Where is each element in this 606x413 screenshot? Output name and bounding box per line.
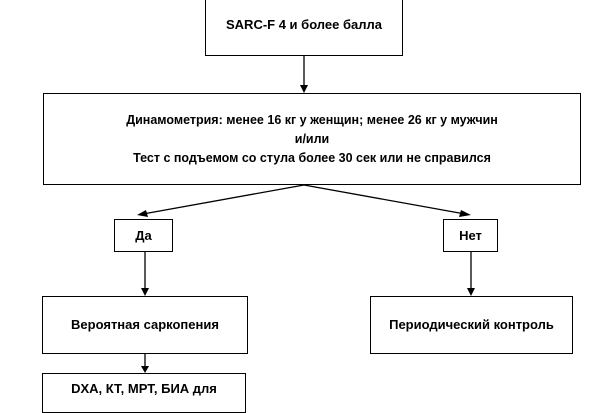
yes-label: Да <box>135 227 152 243</box>
periodic-control-box: Периодический контроль <box>370 296 573 354</box>
arrowhead-sarcf-test <box>300 85 308 93</box>
probable-sarcopenia-box: Вероятная саркопения <box>42 296 248 354</box>
diagnostics-box: DXA, КТ, МРТ, БИА для <box>42 373 246 413</box>
connectors <box>137 56 475 373</box>
arrowhead-test-yes <box>137 210 148 217</box>
arrowhead-probable-diagnostics <box>141 366 149 373</box>
arrowhead-no-control <box>467 288 475 296</box>
yes-box: Да <box>114 219 173 252</box>
test-criteria-box: Динамометрия: менее 16 кг у женщин; мене… <box>43 93 581 185</box>
no-box: Нет <box>443 219 498 252</box>
test-criteria-line-2: и/или <box>294 131 330 146</box>
test-criteria-line-3: Тест с подъемом со стула более 30 сек ил… <box>133 150 491 165</box>
probable-sarcopenia-label: Вероятная саркопения <box>71 317 219 332</box>
edge-test-yes <box>142 184 305 215</box>
arrowhead-test-no <box>459 210 471 217</box>
edge-test-no <box>303 184 466 215</box>
flowchart: SARC-F 4 и более балла Динамометрия: мен… <box>42 0 581 413</box>
no-label: Нет <box>459 227 482 243</box>
diagnostics-label: DXA, КТ, МРТ, БИА для <box>71 381 217 396</box>
sarcf-label: SARC-F 4 и более балла <box>226 16 382 32</box>
test-criteria-line-1: Динамометрия: менее 16 кг у женщин; мене… <box>126 112 498 127</box>
sarcf-box: SARC-F 4 и более балла <box>205 0 403 56</box>
periodic-control-label: Периодический контроль <box>389 317 554 332</box>
arrowhead-yes-probable <box>141 288 149 296</box>
